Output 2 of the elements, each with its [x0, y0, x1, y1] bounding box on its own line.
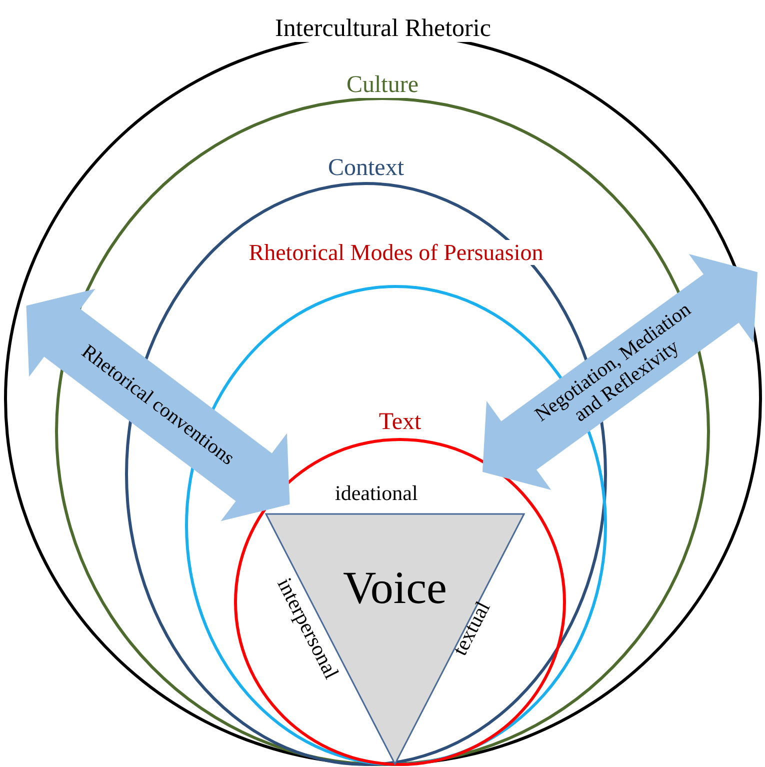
- side-label: textual: [449, 598, 494, 659]
- side-label: ideational: [335, 483, 418, 504]
